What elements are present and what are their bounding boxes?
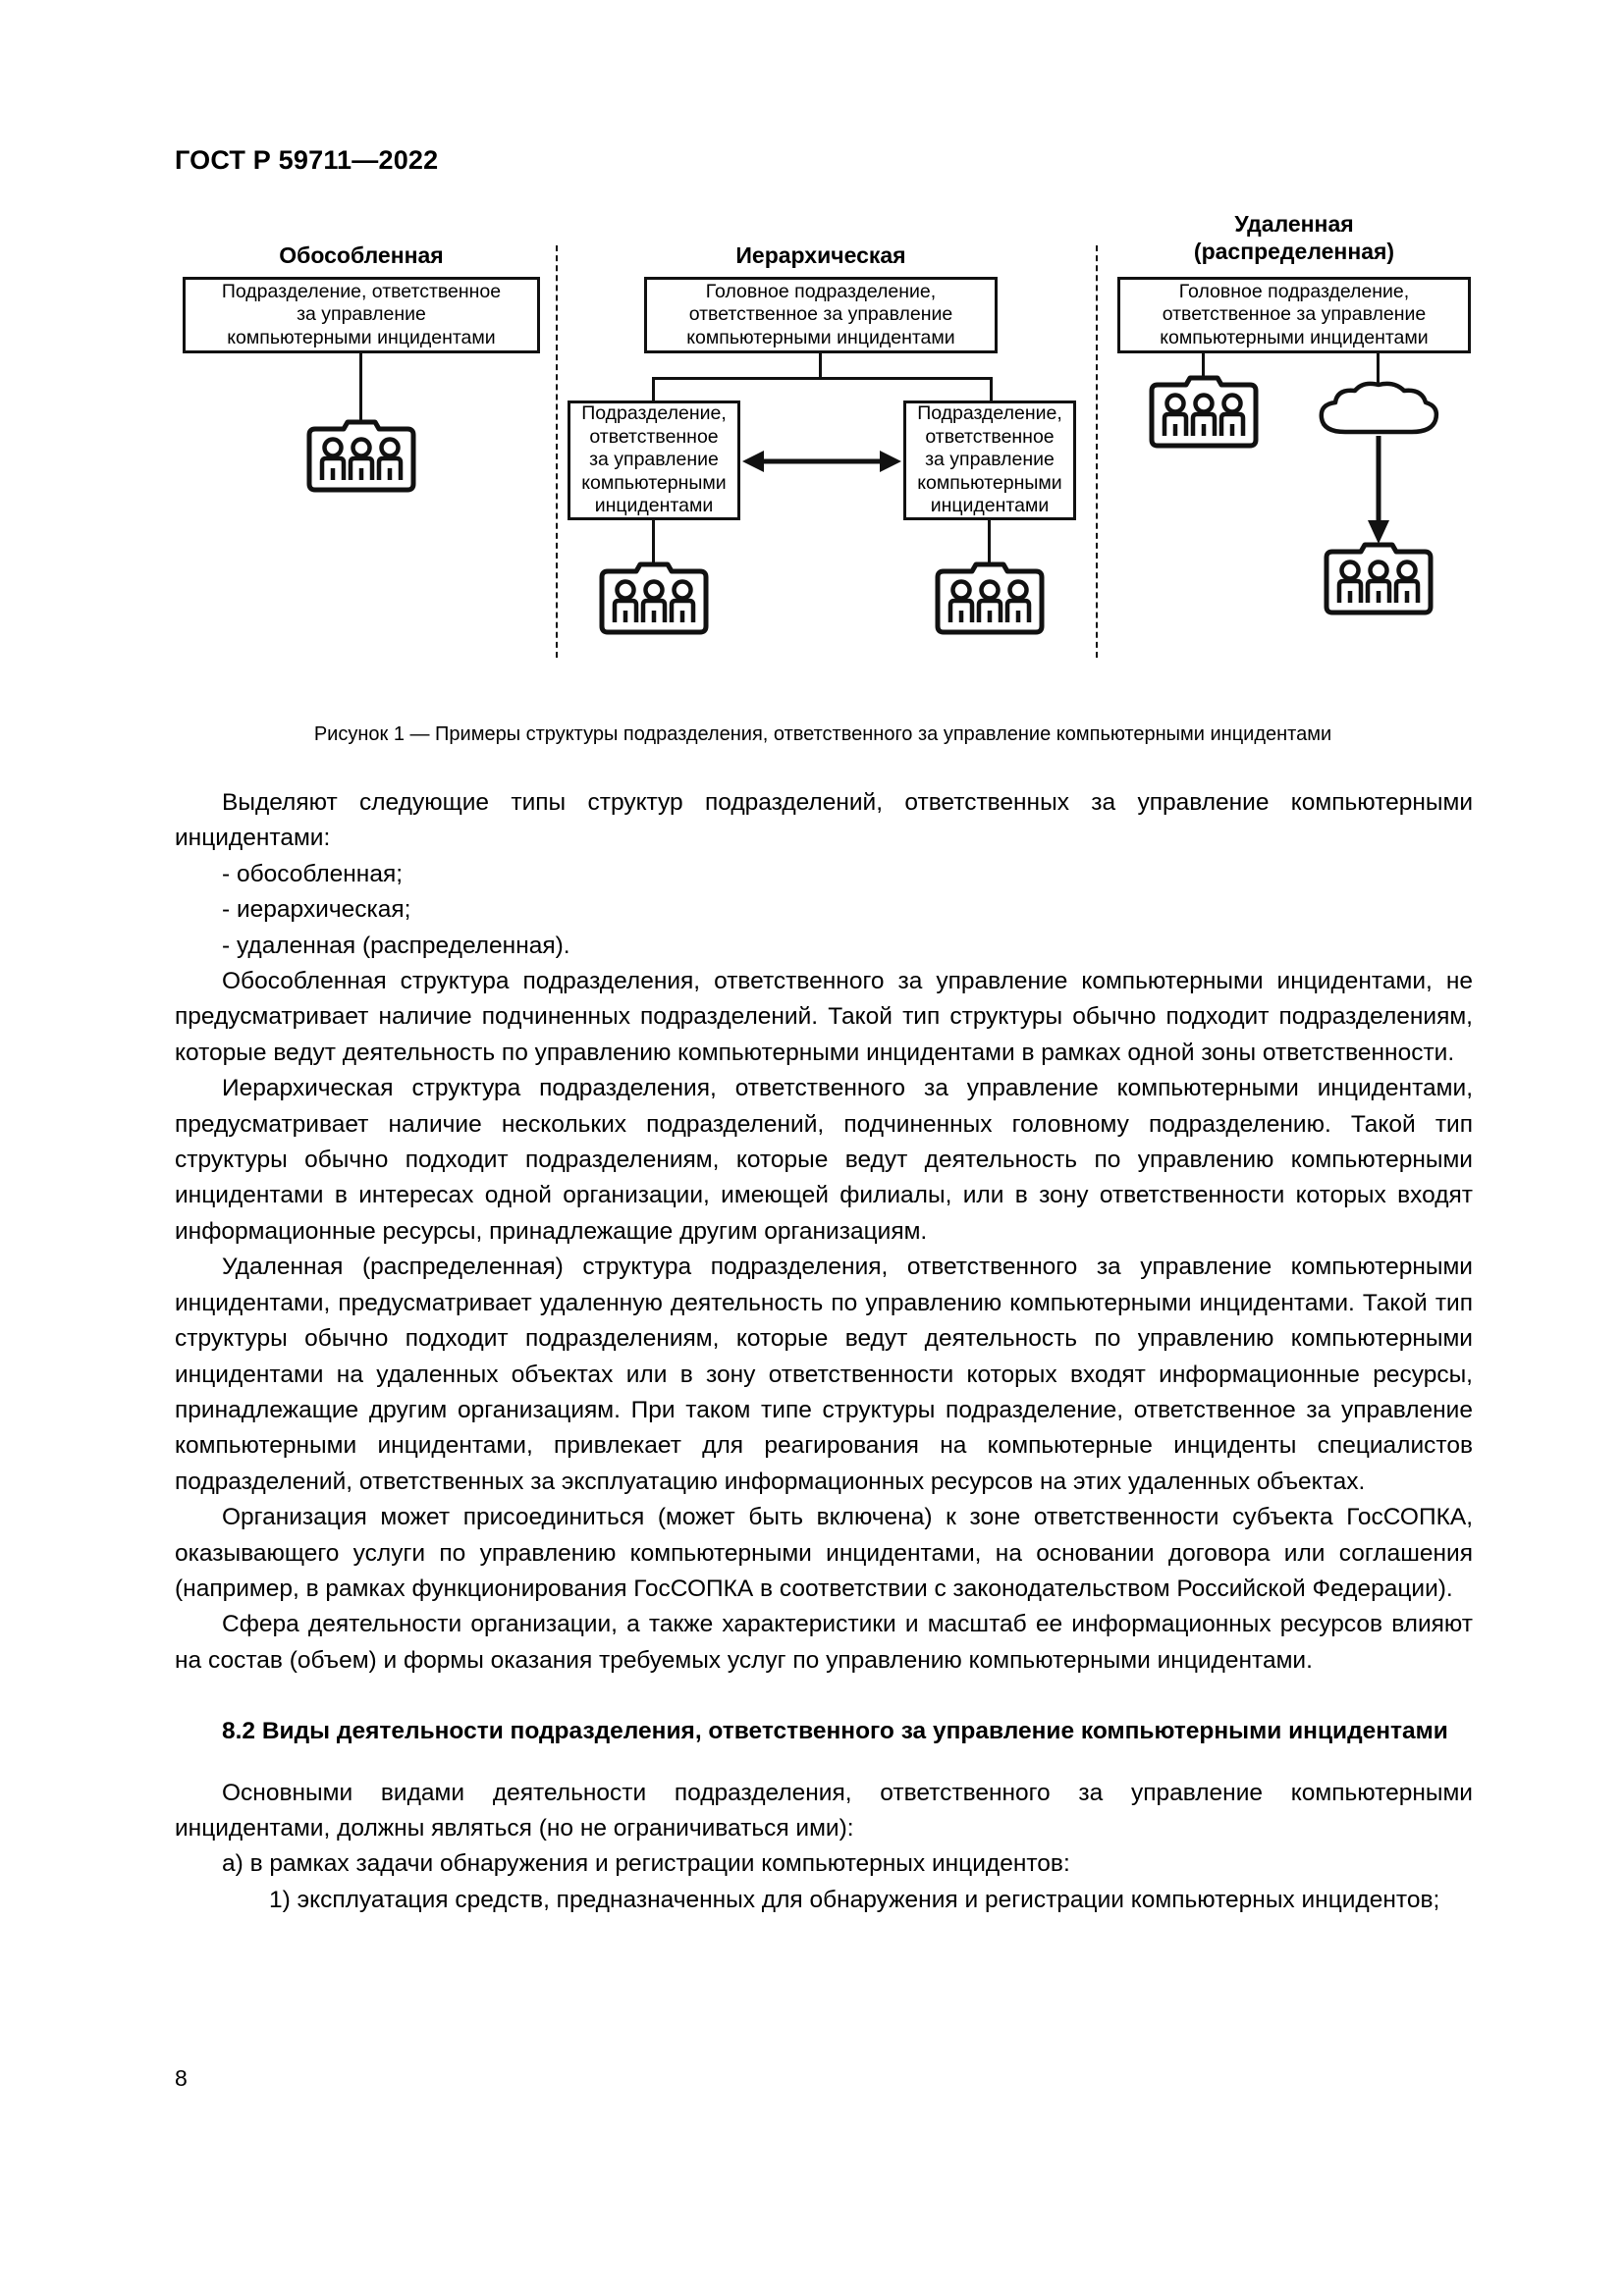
node-line: инцидентами xyxy=(930,495,1050,517)
node-line: за управление xyxy=(297,303,426,326)
people-group-icon xyxy=(935,561,1045,635)
node-line: компьютерными инцидентами xyxy=(686,326,955,348)
paragraph-standalone: Обособленная структура подразделения, от… xyxy=(175,968,1473,1066)
people-group-icon xyxy=(1324,542,1434,615)
column-divider-right xyxy=(1096,245,1098,658)
paragraph-activities-intro: Основными видами деятельности подразделе… xyxy=(175,1779,1473,1842)
connector-line xyxy=(988,518,991,567)
node-hierarchical-sub-unit-left: Подразделение, ответственное за управлен… xyxy=(568,400,740,520)
node-line: ответственное xyxy=(925,425,1055,448)
connector-line xyxy=(1377,353,1380,385)
paragraph-remote: Удаленная (распределенная) структура под… xyxy=(175,1254,1473,1495)
node-line: за управление xyxy=(589,449,719,471)
figure-1-diagram: Обособленная Подразделение, ответственно… xyxy=(175,211,1471,689)
column-title-line: Удаленная xyxy=(1234,211,1354,237)
column-title-remote: Удаленная (распределенная) xyxy=(1117,210,1471,265)
node-line: компьютерными xyxy=(917,471,1062,494)
connector-line xyxy=(359,353,362,426)
paragraph-organization: Организация может присоединиться (может … xyxy=(175,1504,1473,1602)
node-line: ответственное xyxy=(589,425,719,448)
standard-header: ГОСТ Р 59711—2022 xyxy=(175,145,439,175)
list-item: - иерархическая; xyxy=(222,896,411,924)
figure-caption: Рисунок 1 — Примеры структуры подразделе… xyxy=(313,723,1332,745)
people-group-icon xyxy=(1149,375,1259,449)
section-heading-8-2: 8.2 Виды деятельности подразделения, отв… xyxy=(222,1718,1448,1745)
connector-line xyxy=(1202,353,1205,381)
list-item-a-1: 1) эксплуатация средств, предназначенных… xyxy=(269,1886,1440,1913)
node-line: Подразделение, xyxy=(581,402,727,425)
node-line: ответственное за управление xyxy=(1162,303,1427,326)
node-line: Подразделение, xyxy=(917,402,1062,425)
paragraph-intro: Выделяют следующие типы структур подразд… xyxy=(175,789,1473,852)
node-line: Головное подразделение, xyxy=(705,280,937,302)
node-hierarchical-head-unit: Головное подразделение, ответственное за… xyxy=(644,277,998,353)
people-group-icon xyxy=(306,419,416,493)
down-arrow-icon xyxy=(1368,436,1389,544)
connector-line xyxy=(652,377,993,380)
list-item: - обособленная; xyxy=(222,860,404,887)
connector-line xyxy=(990,377,993,402)
node-line: компьютерными инцидентами xyxy=(227,326,496,348)
connector-line xyxy=(652,518,655,567)
node-line: ответственное за управление xyxy=(688,303,953,326)
column-title-line: (распределенная) xyxy=(1193,239,1395,264)
node-line: за управление xyxy=(925,449,1055,471)
bidirectional-arrow-icon xyxy=(742,451,901,472)
node-standalone-unit: Подразделение, ответственное за управлен… xyxy=(183,277,540,353)
column-divider-left xyxy=(556,245,558,658)
paragraph-hierarchical: Иерархическая структура подразделения, о… xyxy=(175,1075,1473,1245)
node-hierarchical-sub-unit-right: Подразделение, ответственное за управлен… xyxy=(903,400,1076,520)
list-item: - удаленная (распределенная). xyxy=(222,932,570,959)
node-line: компьютерными инцидентами xyxy=(1160,326,1429,348)
node-line: инцидентами xyxy=(594,495,714,517)
body-text: Выделяют следующие типы структур подразд… xyxy=(175,785,1473,1918)
people-group-icon xyxy=(599,561,709,635)
page-number: 8 xyxy=(175,2065,188,2091)
connector-line xyxy=(652,377,655,402)
cloud-icon xyxy=(1319,381,1439,435)
paragraph-scope: Сфера деятельности организации, а также … xyxy=(175,1611,1473,1674)
list-item-a: а) в рамках задачи обнаружения и регистр… xyxy=(222,1850,1070,1878)
column-title-hierarchical: Иерархическая xyxy=(735,242,906,268)
column-title-standalone: Обособленная xyxy=(279,242,444,268)
node-line: компьютерными xyxy=(581,471,727,494)
node-line: Подразделение, ответственное xyxy=(221,280,502,302)
connector-line xyxy=(819,353,822,379)
node-remote-head-unit: Головное подразделение, ответственное за… xyxy=(1117,277,1471,353)
node-line: Головное подразделение, xyxy=(1178,280,1410,302)
